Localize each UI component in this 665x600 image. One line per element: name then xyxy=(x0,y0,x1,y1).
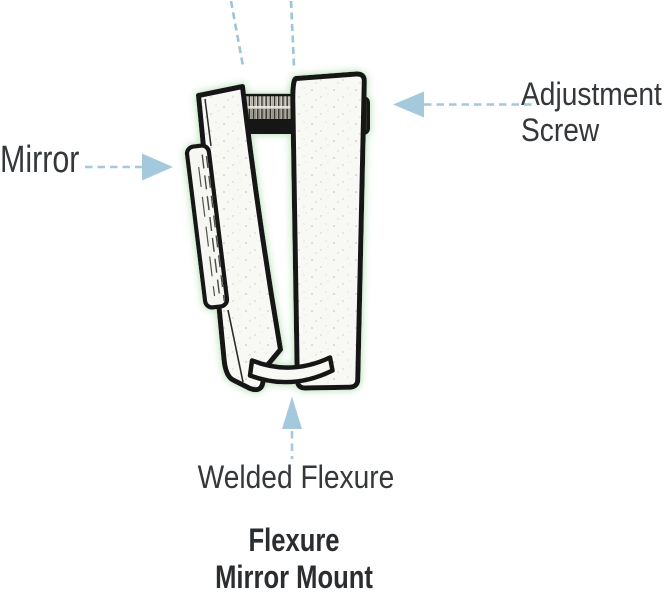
arrow-right-icon xyxy=(142,153,173,181)
leader-arrows xyxy=(85,91,533,459)
left-plate xyxy=(196,84,283,393)
label-adjustment-screw-line1: Adjustment xyxy=(521,76,662,112)
mirror-hatch-line xyxy=(201,154,221,300)
plate-edge-line xyxy=(227,309,244,383)
diagram-title-line2: Mirror Mount xyxy=(215,559,373,595)
mirror-hatch-line xyxy=(198,166,216,297)
mount-body xyxy=(184,71,370,393)
label-adjustment-screw: Adjustment Screw xyxy=(521,76,662,148)
diagram-title: Flexure Mirror Mount xyxy=(134,522,454,596)
threaded-adjustment-screw xyxy=(242,93,298,134)
label-welded-flexure: Welded Flexure xyxy=(197,459,395,495)
arrow-left-icon xyxy=(393,91,424,118)
mirror-slab xyxy=(184,143,230,310)
guide-dashes xyxy=(229,0,296,67)
label-adjustment-screw-line2: Screw xyxy=(521,112,600,148)
arrow-up-icon xyxy=(282,396,302,429)
right-plate xyxy=(290,71,367,391)
plate-bevel-line xyxy=(204,98,212,147)
screw-shadow-band xyxy=(245,119,297,134)
diagram-title-line1: Flexure xyxy=(248,522,340,558)
welded-flexure-band xyxy=(247,355,335,385)
mirror-hatch-line xyxy=(205,155,225,302)
tilted-axis-dash-line xyxy=(229,0,245,67)
label-mirror: Mirror xyxy=(0,139,80,181)
vertical-axis-dash-line xyxy=(289,0,296,67)
